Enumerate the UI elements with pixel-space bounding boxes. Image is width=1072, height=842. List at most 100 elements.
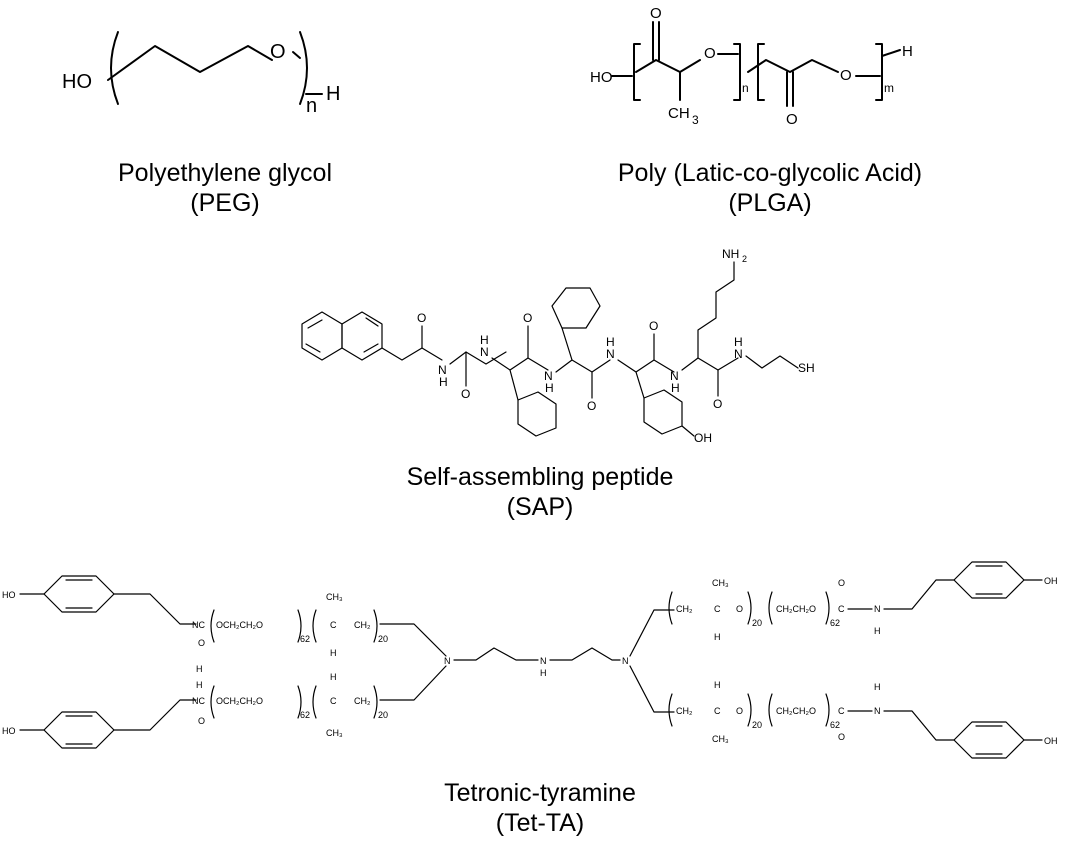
tet-h-nc-bottom: H [196,680,203,690]
sap-nh-3: N [544,369,553,383]
sap-o-6: O [713,397,722,411]
tet-ch3-br: CH₃ [712,734,729,744]
tet-ch2ch2o-tr: CH₂CH₂O [776,604,816,614]
plga-h-bond [881,49,901,57]
plga-h-label: H [902,43,913,60]
tet-paren-62-bl-open [210,685,215,719]
tet-och2ch2o-tl: OCH₂CH₂O [216,620,263,630]
tet-c-tl: C [330,620,337,630]
plga-o4-label: O [840,67,852,84]
sap-nh-2: N [480,345,489,359]
sap-sh: SH [798,361,815,375]
tet-20-tl: 20 [378,634,388,644]
tet-n-right: N [622,656,629,666]
tet-nh-center: N [540,656,547,666]
tet-h-amide-tr: H [874,626,881,636]
tet-o-amide-tr: O [838,578,845,588]
tet-20-tr: 20 [752,618,762,628]
plga-bracket-n-right [733,43,741,101]
tet-paren-20-tl-open [312,609,317,643]
tet-arm-bl [379,665,447,701]
sap-phe2-ring [551,287,601,329]
tet-arm-tr [629,609,675,657]
plga-chain-1 [635,59,701,73]
tet-arm-tl [379,623,447,657]
tet-h-c-tr: H [714,632,721,642]
tet-paren-20-tr-open [668,591,673,625]
tet-caption: Tetronic-tyramine (Tet-TA) [360,778,720,838]
tet-20-br: 20 [752,720,762,730]
sap-oh: OH [694,431,712,445]
peg-name: Polyethylene glycol [117,159,332,187]
tet-central-1 [453,647,539,661]
sap-nh2: NH [722,247,739,261]
sap-abbr: (SAP) [506,493,574,521]
sap-h-4: H [606,335,615,349]
tet-h-c-tl: H [330,648,337,658]
peg-o-label: O [270,41,286,63]
sap-naph-db-4 [363,343,379,353]
tet-h-nc-top: H [196,664,203,674]
sap-nh-5: N [670,369,679,383]
peg-backbone [107,45,273,81]
sap-h-3: H [545,381,554,395]
tet-paren-62-tl-close [297,609,302,643]
plga-abbr: (PLGA) [728,189,812,217]
tet-paren-20-bl-close [373,685,378,719]
tet-paren-20-br-close [747,693,752,727]
sap-nh-4: N [606,347,615,361]
tet-tyr-chain-bl [113,699,197,731]
plga-chain-2 [747,59,839,73]
sap-chain-2 [449,351,507,365]
tet-nc-top: NC [192,620,205,630]
sap-nh-1: N [438,363,447,377]
tet-tyr-chain-br [883,710,955,741]
sap-name: Self-assembling peptide [406,463,674,491]
tet-paren-62-tr-close [825,591,830,625]
sap-h-5: H [671,381,680,395]
sap-phe2-bond [561,327,573,361]
tet-ch2-bl: CH₂ [354,696,371,706]
tet-c-br: C [714,706,721,716]
tet-ho-bottom: HO [2,726,16,736]
sap-h-1: H [439,375,448,389]
tet-ring-tl [43,575,115,613]
sap-chain-6 [681,357,739,371]
sap-o-3: O [523,311,532,325]
tet-paren-20-tl-close [373,609,378,643]
sap-tyr-ring [643,389,683,435]
tet-paren-20-br-open [668,693,673,727]
peg-structure: HO O n H [62,31,340,117]
tet-ch2-br: CH₂ [676,706,693,716]
tet-20-bl: 20 [378,710,388,720]
tet-ch2ch2o-br: CH₂CH₂O [776,706,816,716]
peg-right-paren [299,31,308,105]
sap-nh-6: N [734,347,743,361]
plga-n-label: n [742,81,749,95]
plga-ho-label: HO [590,69,613,86]
tet-tyr-chain-tl [113,593,197,625]
tet-oh-bottom: OH [1044,736,1058,746]
tet-o-nc-top: O [198,638,205,648]
tet-tyr-chain-tr [883,579,955,610]
tet-paren-62-tr-open [768,591,773,625]
tet-n-amide-br: N [874,706,881,716]
tet-o-br: O [736,706,743,716]
sap-chain-3 [491,357,549,371]
sap-chain-7 [745,355,799,369]
tet-o-amide-br: O [838,732,845,742]
tet-o-nc-bottom: O [198,716,205,726]
tet-62-tr: 62 [830,618,840,628]
plga-o2-label: O [704,45,716,62]
tet-ring-bl [43,711,115,749]
sap-structure: O N H O H N O N H O H N OH O N H NH 2 [301,247,815,445]
sap-nh2-sub: 2 [742,254,747,264]
tet-ch2-tr: CH₂ [676,604,693,614]
sap-chain-5 [617,359,675,373]
tet-ch3-tr: CH₃ [712,578,729,588]
peg-n-label: n [306,95,317,117]
sap-phe1-bond [509,369,519,401]
tet-62-bl: 62 [300,710,310,720]
tet-h-c-bl: H [330,672,337,682]
plga-bracket-n-left [633,43,641,101]
